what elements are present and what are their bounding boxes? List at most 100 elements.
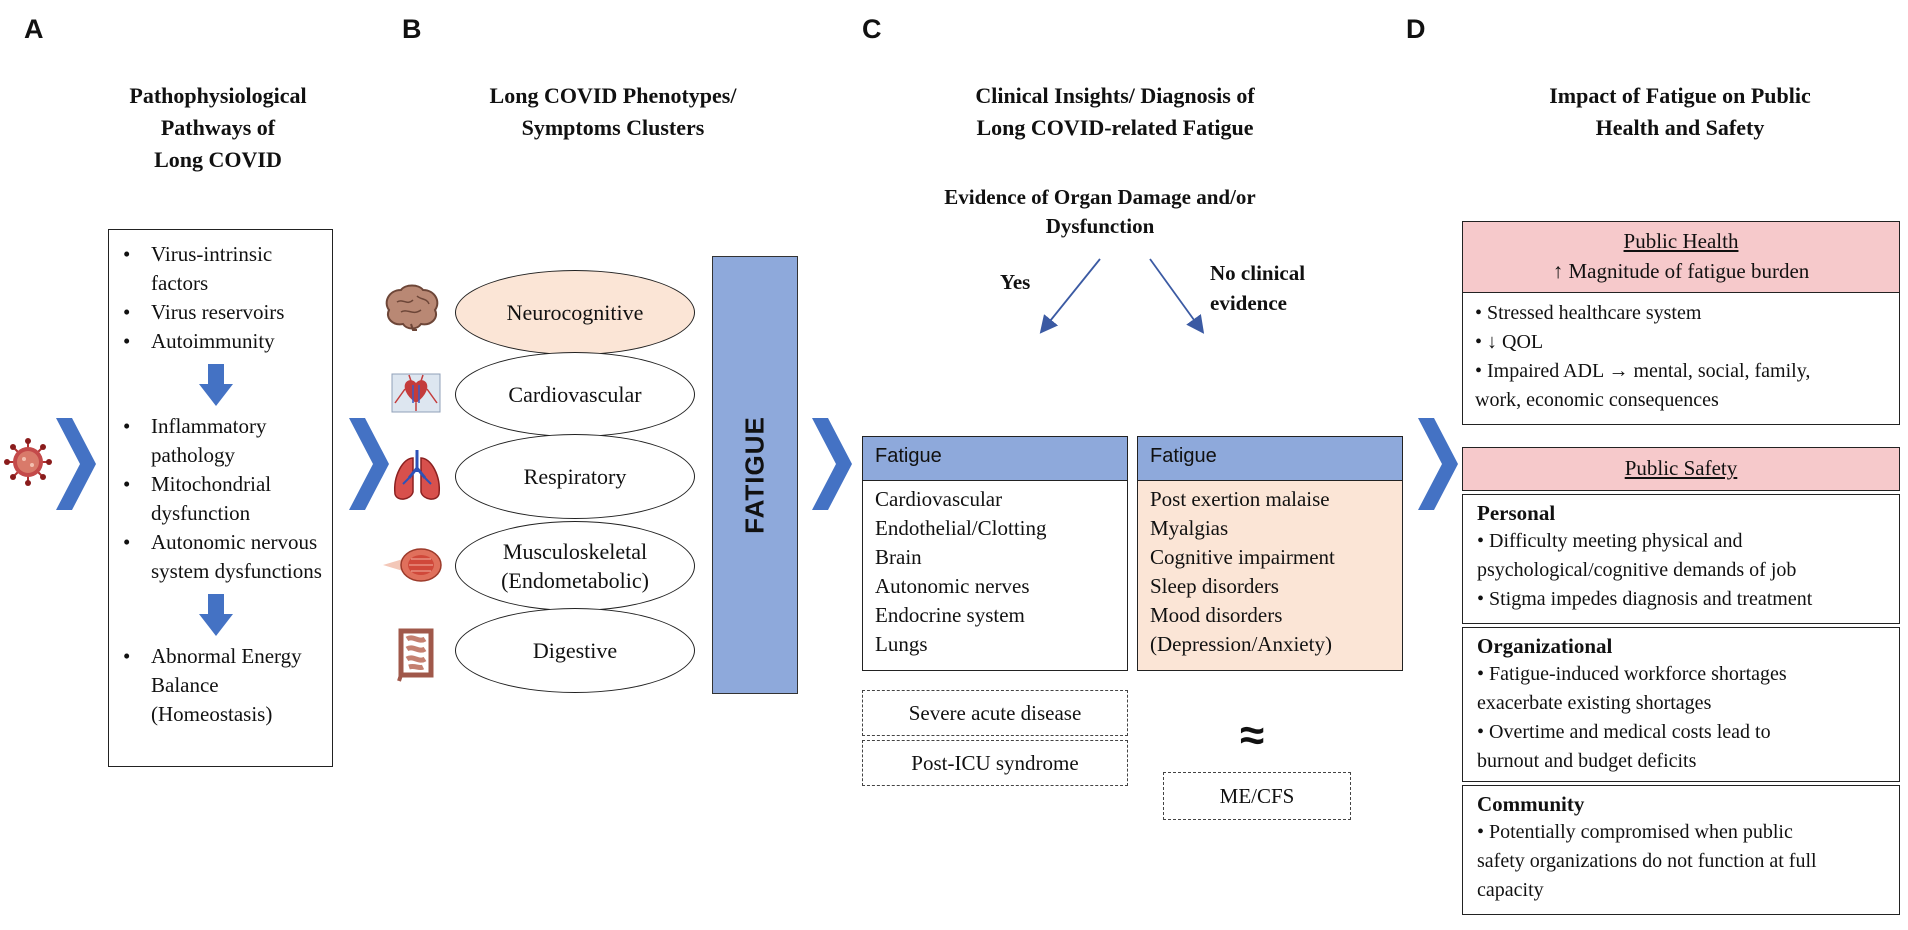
list-item: • Difficulty meeting physical and — [1477, 530, 1743, 552]
panel-d-title-line: Impact of Fatigue on Public — [1549, 83, 1811, 108]
list-item: capacity — [1477, 879, 1544, 901]
severe-acute-disease-box: Severe acute disease — [862, 690, 1128, 736]
panel-letter-c: C — [862, 14, 882, 44]
list-item: Brain — [875, 545, 922, 569]
panel-a-title-line: Pathways of — [160, 115, 276, 140]
list-item: Endothelial/Clotting — [875, 516, 1047, 540]
virus-icon — [4, 438, 52, 486]
post-icu-syndrome-box: Post-ICU syndrome — [862, 740, 1128, 786]
chevron-right-icon — [1418, 418, 1458, 510]
list-item: • Stressed healthcare system — [1475, 302, 1702, 324]
down-arrow-icon — [199, 594, 233, 636]
panel-c-title-line: Clinical Insights/ Diagnosis of — [975, 83, 1255, 108]
list-item: Autonomic nerves — [875, 574, 1030, 598]
pathway-group-2: Inflammatory pathology Mitochondrial dys… — [109, 412, 332, 586]
fatigue-organ-header: Fatigue — [863, 437, 1127, 481]
brain-icon — [385, 284, 439, 331]
list-item: exacerbate existing shortages — [1477, 692, 1712, 714]
public-health-title: Public Health — [1623, 229, 1739, 253]
list-item: Autoimmunity — [109, 327, 332, 356]
fatigue-organ-box: Fatigue Cardiovascular Endothelial/Clott… — [862, 436, 1128, 671]
section-title: Community — [1477, 792, 1585, 816]
list-item: Post exertion malaise — [1150, 487, 1330, 511]
list-item: Sleep disorders — [1150, 574, 1279, 598]
list-item: Virus-intrinsic factors — [109, 240, 332, 298]
organizational-section: Organizational • Fatigue-induced workfor… — [1462, 627, 1900, 782]
list-item: Cognitive impairment — [1150, 545, 1335, 569]
public-safety-title: Public Safety — [1624, 456, 1738, 480]
public-health-header: Public Health ↑ Magnitude of fatigue bur… — [1463, 222, 1899, 293]
list-item: safety organizations do not function at … — [1477, 850, 1817, 872]
list-item: Endocrine system — [875, 603, 1025, 627]
yes-arrow — [1039, 258, 1101, 334]
cluster-cardiovascular: Cardiovascular — [455, 352, 695, 437]
panel-letter-a: A — [24, 14, 44, 44]
no-arrow — [1149, 258, 1205, 334]
list-item: Mood disorders — [1150, 603, 1283, 627]
public-safety-header: Public Safety — [1462, 447, 1900, 491]
chevron-right-icon — [349, 418, 389, 510]
yes-label: Yes — [1000, 270, 1031, 294]
panel-b-title: Long COVID Phenotypes/ Symptoms Clusters — [448, 80, 778, 144]
list-item: (Depression/Anxiety) — [1150, 632, 1332, 656]
fatigue-no-evidence-list: Post exertion malaise Myalgias Cognitive… — [1138, 481, 1402, 663]
pathways-box: Virus-intrinsic factors Virus reservoirs… — [108, 229, 333, 767]
list-item: Virus reservoirs — [109, 298, 332, 327]
community-section: Community • Potentially compromised when… — [1462, 785, 1900, 915]
organ-damage-question: Evidence of Organ Damage and/or Dysfunct… — [944, 185, 1256, 238]
list-item: burnout and budget deficits — [1477, 750, 1697, 772]
public-health-box: Public Health ↑ Magnitude of fatigue bur… — [1462, 221, 1900, 425]
panel-b-title-line: Symptoms Clusters — [521, 115, 705, 140]
list-item: Lungs — [875, 632, 928, 656]
list-item: Autonomic nervous system dysfunctions — [109, 528, 332, 586]
panel-a-title-line: Pathophysiological — [129, 83, 307, 108]
public-health-list: • Stressed healthcare system • ↓ QOL • I… — [1463, 293, 1899, 421]
list-item: psychological/cognitive demands of job — [1477, 559, 1797, 581]
panel-c-title: Clinical Insights/ Diagnosis of Long COV… — [925, 80, 1305, 144]
lungs-icon — [394, 450, 440, 500]
list-item: • Impaired ADL → mental, social, family, — [1475, 360, 1811, 382]
branch-arrows — [1039, 258, 1205, 334]
list-item: • Stigma impedes diagnosis and treatment — [1477, 588, 1813, 610]
heart-vessels-icon — [391, 373, 441, 413]
panel-a-title: Pathophysiological Pathways of Long COVI… — [98, 80, 338, 176]
list-item: work, economic consequences — [1475, 389, 1719, 411]
section-title: Personal — [1477, 501, 1556, 525]
intestines-icon — [397, 628, 434, 682]
fatigue-no-evidence-header: Fatigue — [1138, 437, 1402, 481]
fatigue-bar-label: FATIGUE — [739, 416, 770, 534]
fatigue-no-evidence-box: Fatigue Post exertion malaise Myalgias C… — [1137, 436, 1403, 671]
public-health-subtitle: ↑ Magnitude of fatigue burden — [1552, 259, 1810, 283]
panel-c-title-line: Long COVID-related Fatigue — [976, 115, 1254, 140]
chevron-right-icon — [812, 418, 852, 510]
panel-d-title-line: Health and Safety — [1595, 115, 1765, 140]
pathway-group-1: Virus-intrinsic factors Virus reservoirs… — [109, 240, 332, 356]
list-item: Mitochondrial dysfunction — [109, 470, 332, 528]
list-item: • Overtime and medical costs lead to — [1477, 721, 1771, 743]
personal-section: Personal • Difficulty meeting physical a… — [1462, 494, 1900, 624]
list-item: Cardiovascular — [875, 487, 1003, 511]
panel-b-title-line: Long COVID Phenotypes/ — [489, 83, 737, 108]
fatigue-bar: FATIGUE — [712, 256, 798, 694]
list-item: • Fatigue-induced workforce shortages — [1477, 663, 1787, 685]
no-evidence-label: No clinical evidence — [1210, 261, 1306, 315]
cluster-respiratory: Respiratory — [455, 434, 695, 519]
list-item: Myalgias — [1150, 516, 1229, 540]
chevron-right-icon — [56, 418, 96, 510]
me-cfs-box: ME/CFS — [1163, 772, 1351, 820]
list-item: Inflammatory pathology — [109, 412, 332, 470]
approx-symbol: ≈ — [1240, 711, 1265, 760]
panel-a-title-line: Long COVID — [154, 147, 282, 172]
panel-letter-d: D — [1406, 14, 1426, 44]
list-item: • ↓ QOL — [1475, 331, 1544, 353]
cluster-musculoskeletal: Musculoskeletal (Endometabolic) — [455, 521, 695, 611]
cluster-digestive: Digestive — [455, 608, 695, 693]
section-title: Organizational — [1477, 634, 1613, 658]
fatigue-organ-list: Cardiovascular Endothelial/Clotting Brai… — [863, 481, 1127, 663]
muscle-icon — [383, 548, 442, 582]
pathway-group-3: Abnormal Energy Balance (Homeostasis) — [109, 642, 332, 729]
list-item: Abnormal Energy Balance (Homeostasis) — [109, 642, 332, 729]
panel-letter-b: B — [402, 14, 422, 44]
list-item: • Potentially compromised when public — [1477, 821, 1793, 843]
down-arrow-icon — [199, 364, 233, 406]
